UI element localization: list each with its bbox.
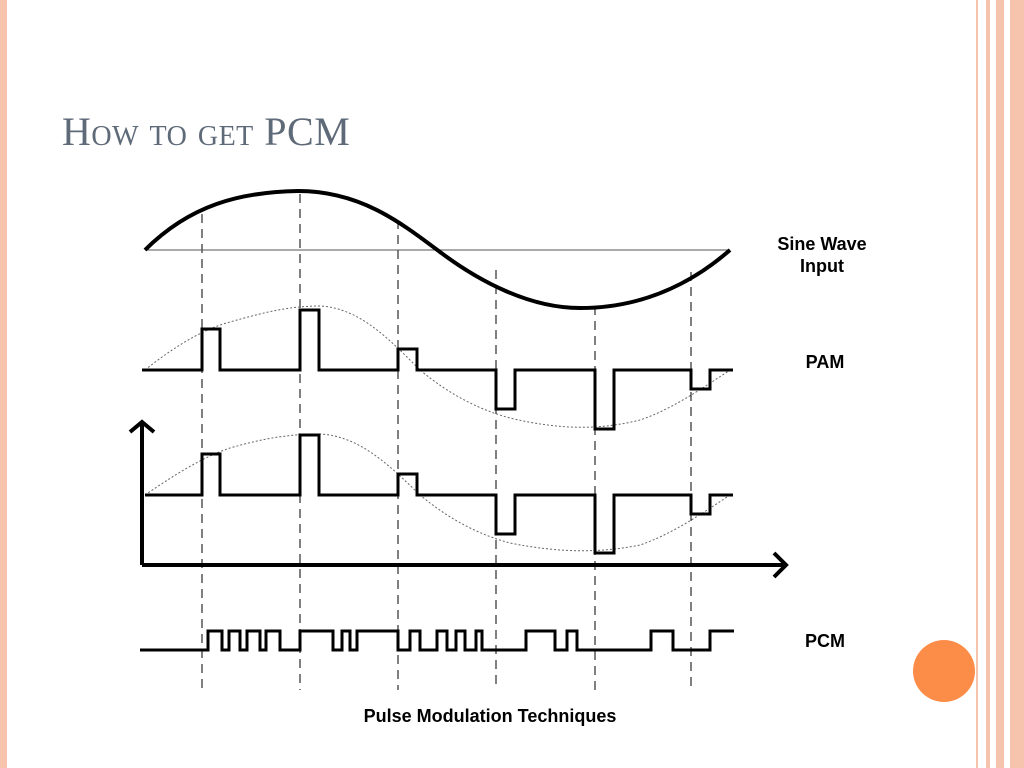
decorative-circle bbox=[913, 640, 975, 702]
pcm-label: PCM bbox=[805, 631, 845, 651]
sampling-lines bbox=[201, 194, 692, 690]
pam-label: PAM bbox=[805, 352, 845, 372]
sine-label-line1: Sine Wave bbox=[777, 234, 867, 254]
axes bbox=[128, 419, 789, 579]
pam-waveform bbox=[142, 305, 733, 431]
sine-label-line2: Input bbox=[800, 256, 844, 276]
slide-title: How to get PCM bbox=[62, 109, 351, 154]
diagram-caption: Pulse Modulation Techniques bbox=[363, 706, 617, 726]
sine-wave-input-label: Sine Wave Input bbox=[752, 233, 892, 277]
pam-on-axes-waveform bbox=[144, 433, 733, 555]
sine-wave-input bbox=[143, 188, 732, 311]
pcm-waveform bbox=[140, 629, 734, 652]
slide-left-border bbox=[0, 0, 7, 768]
